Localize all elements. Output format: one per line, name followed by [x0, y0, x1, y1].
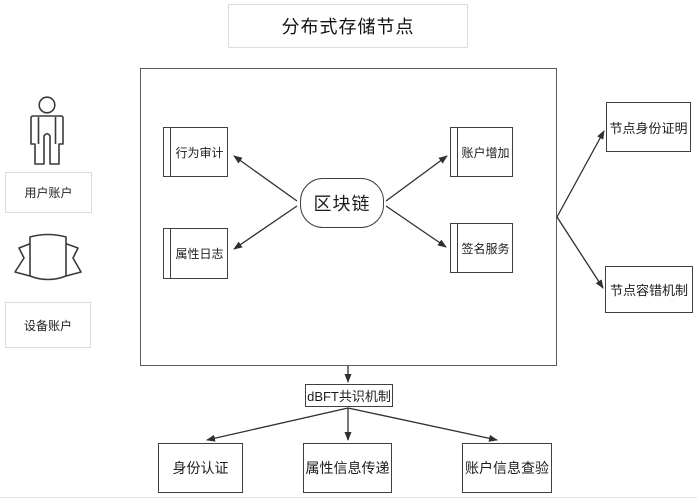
- module-label: 账户增加: [461, 145, 510, 160]
- arrow-dbft-to-identity-auth: [206, 407, 349, 442]
- module-account-add: 账户增加: [450, 127, 513, 177]
- arrow-container-to-node-fault-tolerance: [556, 216, 604, 289]
- account-verify-box: 账户信息查验: [462, 443, 552, 493]
- module-signature-service: 签名服务: [450, 223, 513, 273]
- user-account-label: 用户账户: [5, 172, 92, 213]
- attribute-transfer-box: 属性信息传递: [303, 443, 392, 493]
- diagram-title: 分布式存储节点: [228, 4, 468, 48]
- blockchain-node: 区块链: [300, 178, 384, 228]
- page-bottom-edge: [0, 497, 697, 498]
- module-label: 行为审计: [175, 145, 224, 160]
- module-behavior-audit: 行为审计: [163, 127, 228, 177]
- module-left-divider: [170, 229, 171, 278]
- module-label: 签名服务: [461, 241, 510, 256]
- module-attribute-log: 属性日志: [163, 228, 228, 279]
- module-label: 属性日志: [175, 247, 224, 261]
- identity-auth-box: 身份认证: [158, 443, 243, 493]
- module-left-divider: [457, 128, 458, 176]
- device-account-label: 设备账户: [5, 302, 91, 348]
- scroll-icon: [14, 233, 82, 281]
- node-identity-box: 节点身份证明: [606, 102, 691, 152]
- module-left-divider: [170, 128, 171, 176]
- node-fault-tolerance-box: 节点容错机制: [605, 266, 693, 313]
- user-icon: [30, 96, 64, 165]
- module-left-divider: [457, 224, 458, 272]
- arrow-dbft-to-account-verify: [347, 407, 498, 442]
- dbft-consensus-box: dBFT共识机制: [305, 384, 393, 407]
- arrow-container-to-node-identity: [556, 130, 605, 218]
